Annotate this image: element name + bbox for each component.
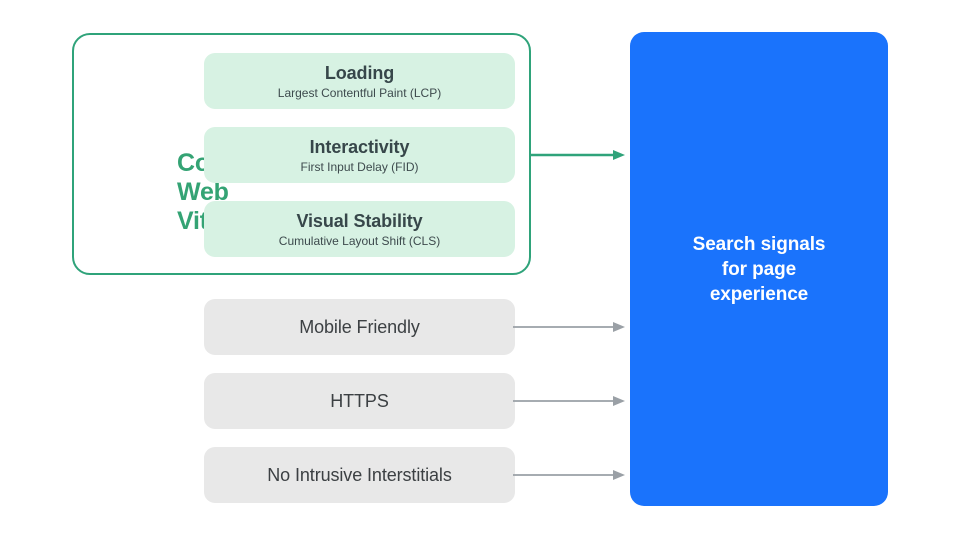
- metric-subtitle: First Input Delay (FID): [300, 159, 419, 174]
- search-signals-panel: Search signals for page experience: [630, 32, 888, 506]
- metric-subtitle: Largest Contentful Paint (LCP): [277, 85, 442, 100]
- metric-title: Loading: [324, 62, 395, 83]
- search-signals-line-1: Search signals: [692, 233, 826, 255]
- metric-title: Visual Stability: [296, 210, 423, 231]
- gray-arrow-icon: [513, 470, 625, 480]
- metric-subtitle: Cumulative Layout Shift (CLS): [278, 233, 441, 248]
- signal-card-https: HTTPS: [204, 373, 515, 429]
- green-arrow-icon: [529, 150, 625, 160]
- search-signals-line-2: for page: [721, 258, 797, 280]
- metric-card-loading: Loading Largest Contentful Paint (LCP): [204, 53, 515, 109]
- signal-card-no-intrusive-interstitials: No Intrusive Interstitials: [204, 447, 515, 503]
- signal-card-mobile-friendly: Mobile Friendly: [204, 299, 515, 355]
- search-signals-line-3: experience: [709, 283, 809, 305]
- gray-arrow-icon: [513, 396, 625, 406]
- signal-label: HTTPS: [330, 390, 389, 411]
- signal-label: Mobile Friendly: [299, 316, 420, 337]
- gray-arrow-icon: [513, 322, 625, 332]
- metric-card-interactivity: Interactivity First Input Delay (FID): [204, 127, 515, 183]
- metric-card-visual-stability: Visual Stability Cumulative Layout Shift…: [204, 201, 515, 257]
- signal-label: No Intrusive Interstitials: [267, 464, 452, 485]
- metric-title: Interactivity: [309, 136, 410, 157]
- search-signals-title: Search signals for page experience: [659, 232, 859, 307]
